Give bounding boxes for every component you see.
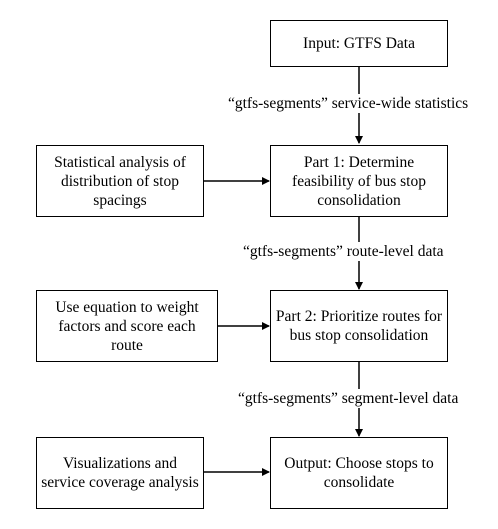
output-box-text: Output: Choose stops to consolidate	[284, 455, 434, 491]
output-box: Output: Choose stops to consolidate	[270, 437, 448, 509]
route-level-data-label: “gtfs-segments” route-level data	[241, 242, 446, 261]
segment-level-data-label: “gtfs-segments” segment-level data	[236, 389, 461, 408]
part1-box-text: Part 1: Determine feasibility of bus sto…	[292, 153, 426, 209]
visualizations-box-text: Visualizations and service coverage anal…	[41, 455, 199, 491]
statistical-analysis-box-text: Statistical analysis of distribution of …	[54, 153, 186, 209]
part2-box: Part 2: Prioritize routes for bus stop c…	[270, 290, 448, 362]
visualizations-box: Visualizations and service coverage anal…	[36, 437, 204, 509]
input-box: Input: GTFS Data	[270, 20, 448, 67]
service-wide-statistics-label: “gtfs-segments” service-wide statistics	[226, 94, 471, 113]
input-box-text: Input: GTFS Data	[303, 35, 415, 52]
part2-box-text: Part 2: Prioritize routes for bus stop c…	[275, 308, 443, 344]
part1-box: Part 1: Determine feasibility of bus sto…	[270, 145, 448, 217]
statistical-analysis-box: Statistical analysis of distribution of …	[36, 145, 204, 217]
equation-box: Use equation to weight factors and score…	[36, 290, 218, 362]
equation-box-text: Use equation to weight factors and score…	[55, 298, 199, 354]
